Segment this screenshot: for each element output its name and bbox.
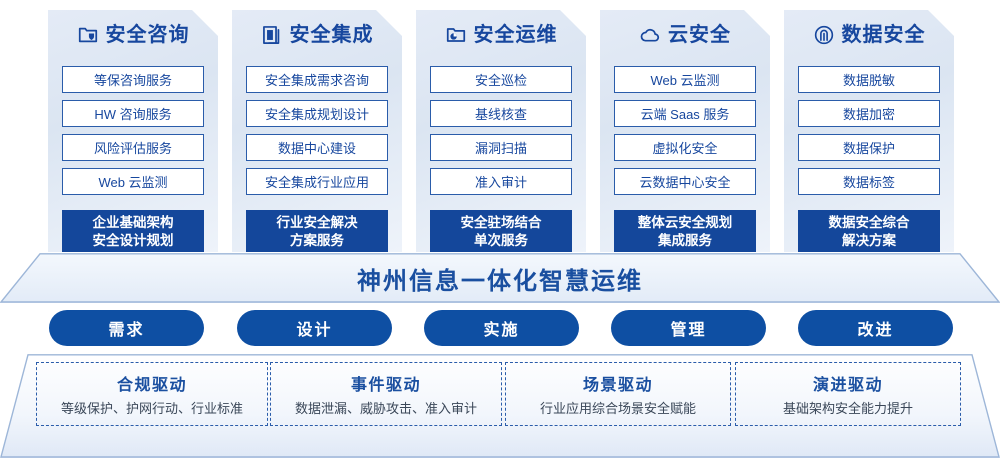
driver-subtitle: 基础架构安全能力提升 xyxy=(782,401,913,416)
pillar-summary-line2: 方案服务 xyxy=(290,232,344,248)
documents-copy-icon xyxy=(261,24,283,46)
driver-card-scenario[interactable]: 场景驱动 行业应用综合场景安全赋能 xyxy=(505,362,731,426)
pillar-item[interactable]: 数据标签 xyxy=(798,168,940,195)
pillar-item[interactable]: 安全巡检 xyxy=(430,66,572,93)
pillar-summary[interactable]: 安全驻场结合 单次服务 xyxy=(430,210,572,253)
driver-title: 场景驱动 xyxy=(582,377,653,394)
pillar-summary-line1: 整体云安全规划 xyxy=(637,214,733,230)
pillar-summary-line2: 集成服务 xyxy=(658,232,712,248)
pillar-item[interactable]: 准入审计 xyxy=(430,168,572,195)
lifecycle-pill-management[interactable]: 管理 xyxy=(611,310,766,346)
pillar-summary-line2: 解决方案 xyxy=(842,232,896,248)
pillar-summary-line1: 企业基础架构 xyxy=(92,214,174,230)
pillar-panel-security-integration[interactable]: 安全集成 安全集成需求咨询 安全集成规划设计 数据中心建设 安全集成行业应用 行… xyxy=(232,10,402,252)
driver-title: 事件驱动 xyxy=(350,377,421,394)
pillar-header: 安全集成 xyxy=(232,14,402,56)
pillar-item[interactable]: 安全集成行业应用 xyxy=(246,168,388,195)
lifecycle-pill-demand[interactable]: 需求 xyxy=(49,310,204,346)
driver-title: 合规驱动 xyxy=(116,377,187,394)
pillar-item-list: Web 云监测 云端 Saas 服务 虚拟化安全 云数据中心安全 xyxy=(614,66,756,202)
drivers-section: 合规驱动 等级保护、护网行动、行业标准 事件驱动 数据泄漏、威胁攻击、准入审计 … xyxy=(0,354,1000,458)
driver-subtitle: 行业应用综合场景安全赋能 xyxy=(539,401,696,416)
lifecycle-pill-design[interactable]: 设计 xyxy=(237,310,392,346)
pillar-title: 安全集成 xyxy=(289,24,374,46)
pillar-item[interactable]: 等保咨询服务 xyxy=(62,66,204,93)
platform-band-title: 神州信息一体化智慧运维 xyxy=(357,267,643,295)
pillar-summary[interactable]: 行业安全解决 方案服务 xyxy=(246,210,388,253)
pillar-title: 数据安全 xyxy=(841,24,926,46)
pillar-item[interactable]: HW 咨询服务 xyxy=(62,100,204,127)
pillar-title: 云安全 xyxy=(668,24,731,46)
pillar-header: 安全运维 xyxy=(416,14,586,56)
pillar-item[interactable]: 云端 Saas 服务 xyxy=(614,100,756,127)
pillar-summary[interactable]: 数据安全综合 解决方案 xyxy=(798,210,940,253)
pillar-header: 数据安全 xyxy=(784,14,954,56)
driver-subtitle: 等级保护、护网行动、行业标准 xyxy=(60,401,243,416)
pillar-panel-cloud-security[interactable]: 云安全 Web 云监测 云端 Saas 服务 虚拟化安全 云数据中心安全 整体云… xyxy=(600,10,770,252)
pillar-summary-line1: 行业安全解决 xyxy=(276,214,358,230)
folder-chart-icon xyxy=(445,24,467,46)
driver-title: 演进驱动 xyxy=(812,377,883,394)
pillar-item[interactable]: 安全集成规划设计 xyxy=(246,100,388,127)
pillar-item[interactable]: 虚拟化安全 xyxy=(614,134,756,161)
pillars-row: 安全咨询 等保咨询服务 HW 咨询服务 风险评估服务 Web 云监测 企业基础架… xyxy=(0,0,1000,258)
pillar-item-list: 安全集成需求咨询 安全集成规划设计 数据中心建设 安全集成行业应用 xyxy=(246,66,388,202)
pillar-summary[interactable]: 企业基础架构 安全设计规划 xyxy=(62,210,204,253)
platform-band: 神州信息一体化智慧运维 xyxy=(0,253,1000,303)
pillar-summary-line1: 安全驻场结合 xyxy=(460,214,542,230)
pillar-item[interactable]: 基线核查 xyxy=(430,100,572,127)
pillar-title: 安全运维 xyxy=(473,24,558,46)
pillar-item[interactable]: 漏洞扫描 xyxy=(430,134,572,161)
pillar-panel-security-operations[interactable]: 安全运维 安全巡检 基线核查 漏洞扫描 准入审计 安全驻场结合 单次服务 xyxy=(416,10,586,252)
driver-subtitle: 数据泄漏、威胁攻击、准入审计 xyxy=(294,401,477,416)
driver-card-evolution[interactable]: 演进驱动 基础架构安全能力提升 xyxy=(735,362,961,426)
pillar-item[interactable]: Web 云监测 xyxy=(614,66,756,93)
pillar-item[interactable]: 安全集成需求咨询 xyxy=(246,66,388,93)
pillar-item[interactable]: 云数据中心安全 xyxy=(614,168,756,195)
fingerprint-icon xyxy=(813,24,835,46)
pillar-summary-line2: 单次服务 xyxy=(474,232,528,248)
pillar-header: 云安全 xyxy=(600,14,770,56)
pillar-item-list: 数据脱敏 数据加密 数据保护 数据标签 xyxy=(798,66,940,202)
driver-card-compliance[interactable]: 合规驱动 等级保护、护网行动、行业标准 xyxy=(36,362,268,426)
cloud-icon xyxy=(639,24,661,46)
lifecycle-pill-improvement[interactable]: 改进 xyxy=(798,310,953,346)
pillar-title: 安全咨询 xyxy=(105,24,190,46)
pillar-item[interactable]: 数据加密 xyxy=(798,100,940,127)
pillar-item[interactable]: 数据中心建设 xyxy=(246,134,388,161)
driver-card-incident[interactable]: 事件驱动 数据泄漏、威胁攻击、准入审计 xyxy=(270,362,502,426)
pillar-summary-line1: 数据安全综合 xyxy=(828,214,910,230)
lifecycle-pill-row: 需求 设计 实施 管理 改进 xyxy=(0,310,1000,346)
pillar-summary[interactable]: 整体云安全规划 集成服务 xyxy=(614,210,756,253)
pillar-header: 安全咨询 xyxy=(48,14,218,56)
pillar-item[interactable]: Web 云监测 xyxy=(62,168,204,195)
pillar-panel-security-consulting[interactable]: 安全咨询 等保咨询服务 HW 咨询服务 风险评估服务 Web 云监测 企业基础架… xyxy=(48,10,218,252)
pillar-panel-data-security[interactable]: 数据安全 数据脱敏 数据加密 数据保护 数据标签 数据安全综合 解决方案 xyxy=(784,10,954,252)
pillar-item[interactable]: 风险评估服务 xyxy=(62,134,204,161)
lifecycle-pill-implementation[interactable]: 实施 xyxy=(424,310,579,346)
folder-shield-icon xyxy=(77,24,99,46)
pillar-item[interactable]: 数据保护 xyxy=(798,134,940,161)
pillar-item-list: 等保咨询服务 HW 咨询服务 风险评估服务 Web 云监测 xyxy=(62,66,204,202)
pillar-item[interactable]: 数据脱敏 xyxy=(798,66,940,93)
pillar-item-list: 安全巡检 基线核查 漏洞扫描 准入审计 xyxy=(430,66,572,202)
drivers-row: 合规驱动 等级保护、护网行动、行业标准 事件驱动 数据泄漏、威胁攻击、准入审计 … xyxy=(0,354,1000,458)
pillar-summary-line2: 安全设计规划 xyxy=(92,232,174,248)
